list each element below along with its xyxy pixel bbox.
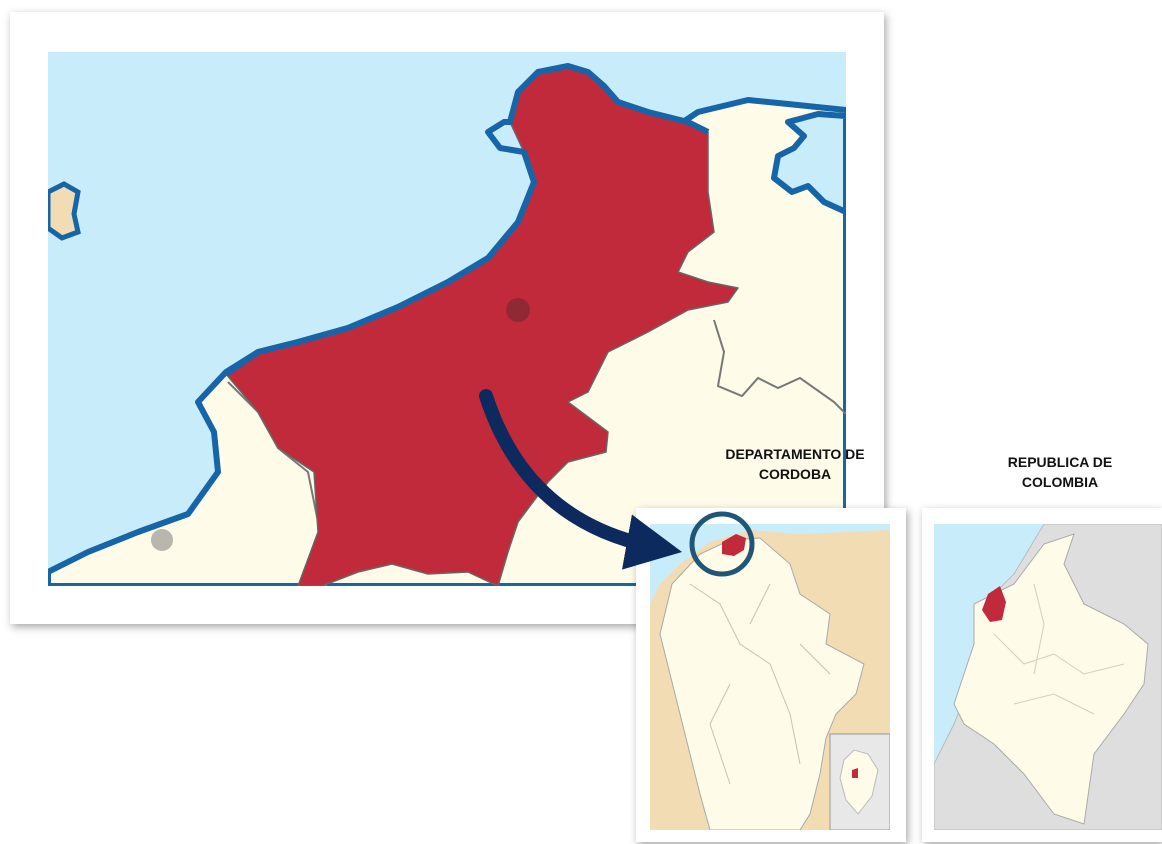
department-label-line1: DEPARTAMENTO DE	[725, 446, 865, 462]
department-label: DEPARTAMENTO DE CORDOBA	[690, 444, 900, 484]
colombia-internal-borders	[993, 583, 1125, 715]
lagoon	[771, 111, 846, 215]
country-map-frame	[922, 508, 1162, 842]
zoomed-map-frame	[10, 12, 884, 624]
inset-highlight	[852, 768, 858, 778]
zoomed-map	[48, 52, 846, 586]
inset-colombia	[829, 733, 890, 830]
department-label-line2: CORDOBA	[758, 466, 832, 482]
coastline	[224, 63, 710, 377]
country-highlight	[982, 586, 1006, 622]
inset-land	[839, 749, 879, 815]
department-land	[659, 537, 865, 830]
municipal-seat-dot	[506, 298, 530, 322]
department-internal-borders	[689, 583, 831, 785]
country-map	[934, 524, 1162, 830]
department-map	[650, 524, 890, 830]
country-label: REPUBLICA DE COLOMBIA	[960, 452, 1160, 492]
department-map-frame	[636, 508, 906, 842]
town-dot	[151, 529, 173, 551]
country-label-line2: COLOMBIA	[1021, 474, 1099, 490]
country-label-line1: REPUBLICA DE	[1007, 454, 1113, 470]
municipal-border	[713, 319, 846, 415]
island	[48, 181, 81, 241]
